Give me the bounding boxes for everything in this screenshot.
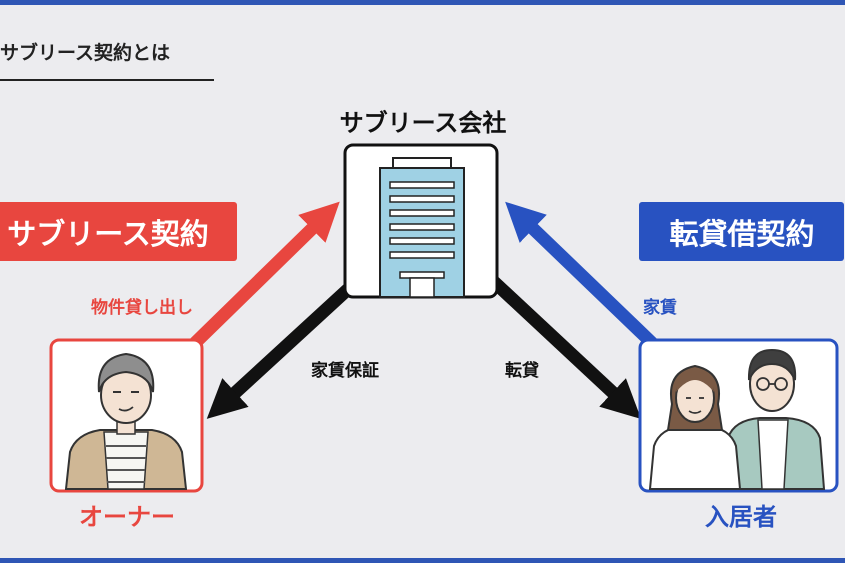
sublease-contract-badge: サブリース契約 bbox=[0, 202, 237, 261]
title-underline bbox=[0, 79, 214, 81]
sublet-contract-label: 転貸借契約 bbox=[669, 217, 814, 251]
flow-label-sublet: 転貸 bbox=[505, 360, 539, 381]
flow-label-property-lending: 物件貸し出し bbox=[91, 297, 193, 318]
bottom-band bbox=[0, 558, 845, 563]
flow-label-rent-guarantee: 家賃保証 bbox=[311, 360, 379, 381]
company-label: サブリース会社 bbox=[340, 109, 507, 137]
page-title: サブリース契約とは bbox=[0, 42, 171, 64]
building-icon bbox=[379, 157, 465, 298]
arrow-company-to-tenant bbox=[487, 275, 642, 419]
arrow-company-to-owner bbox=[206, 275, 363, 419]
owner-avatar-icon bbox=[64, 352, 188, 490]
company-box bbox=[343, 143, 499, 299]
sublet-contract-badge: 転貸借契約 bbox=[639, 202, 844, 261]
arrow-owner-to-company bbox=[190, 201, 340, 348]
sublease-contract-label: サブリース契約 bbox=[7, 217, 209, 251]
tenant-label: 入居者 bbox=[705, 503, 777, 531]
top-band bbox=[0, 0, 845, 5]
tenant-box bbox=[638, 338, 839, 493]
flow-label-rent: 家賃 bbox=[643, 297, 677, 318]
arrow-tenant-to-company bbox=[505, 201, 657, 348]
tenants-avatar-icon bbox=[648, 348, 826, 490]
owner-label: オーナー bbox=[79, 503, 175, 531]
owner-box bbox=[49, 338, 204, 493]
